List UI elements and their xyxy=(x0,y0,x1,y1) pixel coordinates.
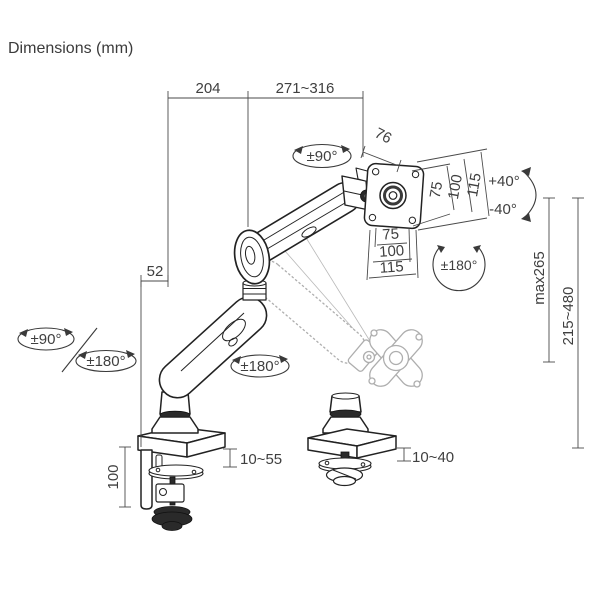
rotation-arrow xyxy=(473,245,481,253)
clamp-screw-block xyxy=(155,483,185,503)
clamp-foot-hole xyxy=(191,469,197,475)
clamp-foot-plate xyxy=(148,464,204,477)
elbow-joint xyxy=(233,229,271,285)
dim-label-215-480: 215~480 xyxy=(560,287,577,346)
grommet-mount-base xyxy=(307,392,397,487)
clamp-wing-knob xyxy=(151,506,193,531)
rotation-arrow xyxy=(126,350,135,358)
dim-label-100-clamp: 100 xyxy=(105,464,122,489)
dim-label-vesa-h115: 115 xyxy=(379,258,404,277)
rotation-arrow xyxy=(78,351,87,359)
dim-clamp-range: 10~55 xyxy=(223,448,282,468)
cable-clip xyxy=(301,226,317,238)
grommet-flange-hole xyxy=(360,462,366,467)
page-title: Dimensions (mm) xyxy=(8,40,133,57)
dim-grommet-range: 10~40 xyxy=(397,447,454,466)
ghost-vesa-plate xyxy=(368,329,423,388)
dim-label-vesa-h75: 75 xyxy=(382,225,400,243)
dim-label-vesa-v100: 100 xyxy=(445,173,466,201)
dim-height-ranges: max265 215~480 xyxy=(531,197,584,449)
dim-label-max265: max265 xyxy=(531,251,548,304)
label-tilt-up: +40° xyxy=(488,173,519,190)
lower-arm xyxy=(158,296,268,399)
label-base-rotate: ±180° xyxy=(86,353,125,370)
grommet-flange-hole xyxy=(324,460,330,466)
vesa-plate xyxy=(363,162,425,230)
motion-guide-line xyxy=(304,235,374,347)
dim-vesa-horizontal: 75 100 115 xyxy=(366,225,419,281)
dim-clamp-drop: 100 xyxy=(105,446,131,508)
dim-label-vesa-v115: 115 xyxy=(464,172,485,199)
dimension-annotations: 204 271~316 76 52 100 xyxy=(105,80,584,508)
label-elbow-rotate: ±180° xyxy=(240,358,279,375)
label-vesa-rotate: ±180° xyxy=(441,257,478,273)
tilt-indicator: +40° -40° xyxy=(488,167,537,222)
rotation-annotations: ±90° ±180° +40° -40° ±90° ±180° xyxy=(17,143,537,378)
rotation-arrow xyxy=(19,329,28,337)
dim-label-204: 204 xyxy=(195,80,220,97)
rotation-arrow xyxy=(279,355,288,363)
dim-top-reach: 204 271~316 xyxy=(167,80,364,282)
rotation-arrow xyxy=(437,245,445,253)
rotation-arrow xyxy=(64,328,73,336)
dim-label-vesa-v75: 75 xyxy=(427,180,447,199)
vesa-screw-hole xyxy=(371,167,380,176)
dim-pole-setback: 52 xyxy=(140,263,169,447)
label-base-swivel: ±90° xyxy=(31,331,62,348)
label-tilt-down: -40° xyxy=(489,201,517,218)
vesa-rotation-indicator: ±180° xyxy=(432,245,486,292)
rotation-axis-line xyxy=(61,327,98,373)
gas-spring-line xyxy=(261,199,351,253)
dim-vesa-vertical: 75 100 115 xyxy=(411,148,490,231)
clamp-base-front-right xyxy=(186,432,226,458)
head-swivel-indicator: ±90° xyxy=(292,143,352,169)
dim-label-10-40: 10~40 xyxy=(412,449,454,466)
grommet-pole-top xyxy=(331,392,360,400)
monitor-arm xyxy=(151,162,425,434)
rotation-arrow xyxy=(232,356,241,364)
vesa-hub-center xyxy=(388,191,398,200)
vesa-hub-ring xyxy=(383,185,403,206)
grommet-base-front-right xyxy=(356,435,397,459)
clamp-screw-block-hole xyxy=(159,488,167,496)
rotation-arrow xyxy=(294,146,303,154)
ghost-lowered-arm-position xyxy=(250,235,423,388)
elbow-rotation-indicator: ±180° xyxy=(230,354,290,378)
tilt-arrow-down xyxy=(521,213,531,222)
lower-arm-endcap xyxy=(222,318,246,342)
label-head-swivel: ±90° xyxy=(307,148,338,165)
base-rotation-indicator: ±90° ±180° xyxy=(17,327,137,373)
tilt-arrow-up xyxy=(521,167,531,176)
lower-arm-slot xyxy=(228,337,238,347)
vesa-screw-hole xyxy=(408,216,417,225)
dim-label-vesa-h100: 100 xyxy=(379,242,405,261)
dim-label-76: 76 xyxy=(372,125,395,148)
dim-label-271-316: 271~316 xyxy=(276,80,335,97)
lower-arm-crease xyxy=(180,312,245,372)
grommet-wing-nut-lower xyxy=(332,475,357,487)
wing-nut-crease xyxy=(332,469,357,480)
vesa-screw-hole xyxy=(411,170,420,179)
gas-spring-line xyxy=(258,190,347,244)
rotation-arrow xyxy=(341,145,350,153)
grommet-flange xyxy=(318,457,372,470)
vesa-screw-hole xyxy=(368,213,377,222)
dim-label-52: 52 xyxy=(147,263,164,280)
dim-head-depth: 76 xyxy=(360,125,402,173)
clamp-foot-hole xyxy=(155,467,161,473)
clamp-bracket xyxy=(140,449,153,510)
desk-clamp-base xyxy=(137,426,226,531)
pole-flare xyxy=(151,416,199,434)
dim-label-10-55: 10~55 xyxy=(240,451,282,468)
